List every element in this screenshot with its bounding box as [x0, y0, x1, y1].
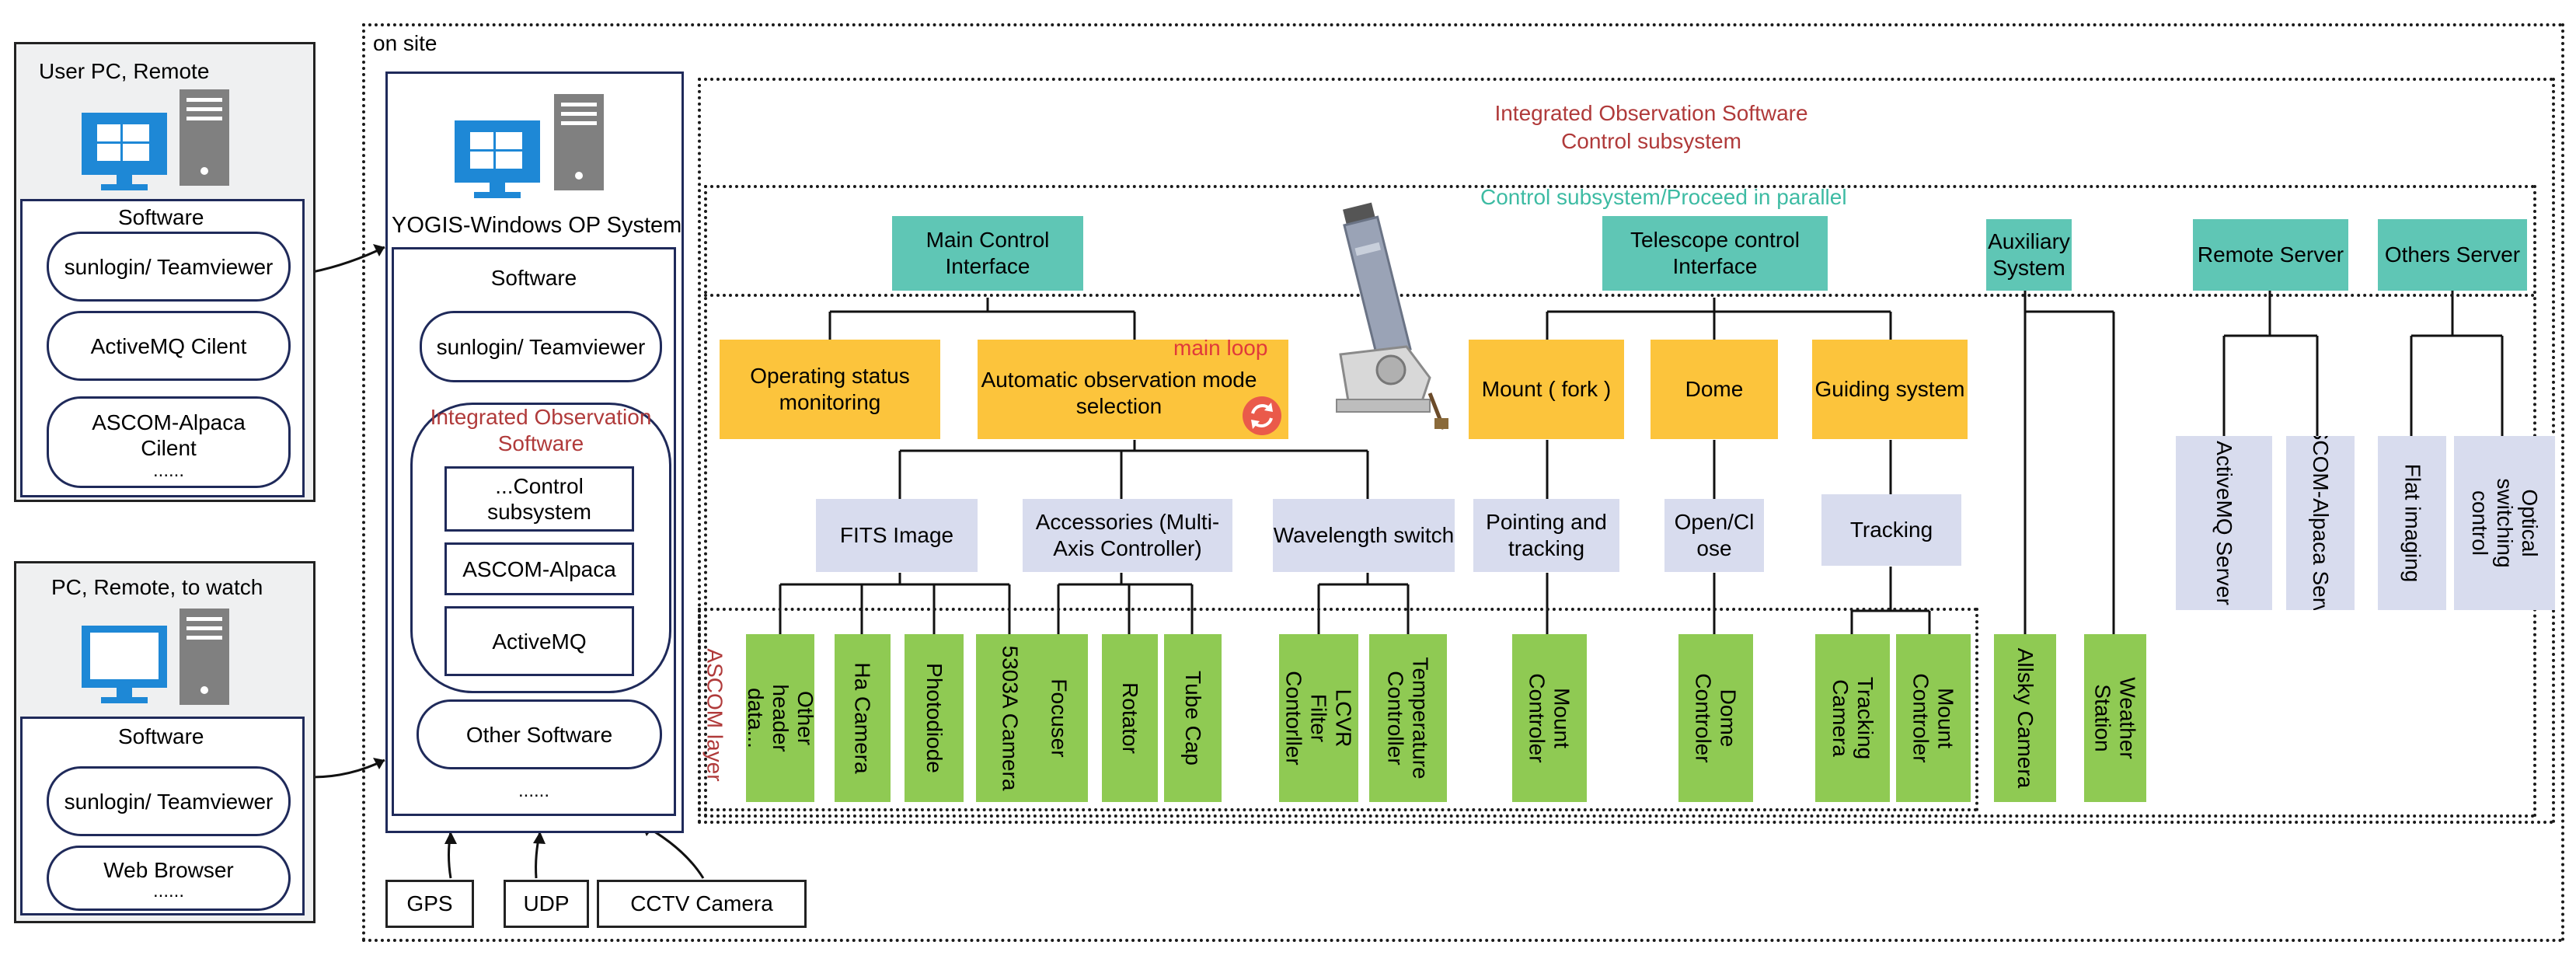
- yogis-integrated-group: [410, 403, 671, 693]
- on-site-label: on site: [373, 31, 437, 55]
- on-site-boundary: [362, 23, 2564, 942]
- pc-watch-title: PC, Remote, to watch: [51, 575, 263, 599]
- tower-pc-icon: [177, 606, 232, 711]
- yogis-title: YOGIS-Windows OP System: [392, 213, 682, 238]
- pc-watch-web-browser: Web Browser......: [47, 846, 291, 911]
- wavelength-switch: Wavelength switch: [1273, 499, 1455, 572]
- tower-pc-icon: [177, 87, 232, 192]
- gps-box: GPS: [385, 880, 474, 928]
- ha-camera: Ha Camera: [835, 634, 891, 802]
- fits-image: FITS Image: [816, 499, 978, 572]
- ascom-layer-label: ASCOM layer: [703, 648, 727, 782]
- tracking-camera: Tracking Camera: [1815, 634, 1890, 802]
- yogis-activemq: ActiveMQ: [444, 606, 634, 676]
- dome-controller: Dome Controler: [1678, 634, 1753, 802]
- user-pc-activemq-client: ActiveMQ Cilent: [47, 311, 291, 381]
- photodiode: Photodiode: [905, 634, 964, 802]
- monitor-icon: [451, 117, 544, 206]
- main-loop-label: main loop: [1173, 336, 1268, 360]
- others-server: Others Server: [2378, 219, 2527, 291]
- user-pc-ascom-client: ASCOM-Alpaca Cilent......: [47, 396, 291, 488]
- operating-status-monitoring: Operating status monitoring: [720, 340, 940, 439]
- automatic-observation-mode-selection: Automatic observation mode selection: [978, 340, 1288, 439]
- optical-switching-control: Optical switching control: [2454, 436, 2555, 610]
- tower-pc-icon: [552, 92, 606, 197]
- yogis-integrated-title: Integrated Observation Software: [430, 405, 652, 455]
- tracking: Tracking: [1821, 494, 1961, 566]
- focuser: Focuser: [1030, 634, 1088, 802]
- other-header-data: Other header data...: [746, 634, 814, 802]
- weather-station: Weather Station: [2084, 634, 2146, 802]
- guiding-system: Guiding system: [1812, 340, 1968, 439]
- ascom-alpaca-server: ASCOM-Alpaca Server: [2286, 436, 2355, 610]
- guiding-mount-controller: Mount Controler: [1896, 634, 1971, 802]
- pc-watch-software-title: Software: [118, 724, 204, 748]
- rotator: Rotator: [1102, 634, 1158, 802]
- yogis-sunlogin: sunlogin/ Teamviewer: [420, 311, 662, 382]
- yogis-other-software: Other Software: [417, 699, 662, 769]
- telescope-control-interface: Telescope control Interface: [1602, 216, 1828, 291]
- mount-controller: Mount Controler: [1512, 634, 1587, 802]
- user-pc-software-title: Software: [118, 205, 204, 229]
- tube-cap: Tube Cap: [1164, 634, 1222, 802]
- yogis-control-subsystem: ...Control subsystem: [444, 466, 634, 532]
- monitor-icon: [78, 109, 171, 198]
- refresh-loop-icon: [1241, 395, 1283, 441]
- main-control-interface: Main Control Interface: [892, 216, 1083, 291]
- dome: Dome: [1651, 340, 1778, 439]
- yogis-software-title: Software: [490, 266, 577, 290]
- yogis-more: ......: [518, 780, 549, 801]
- activemq-server: ActiveMQ Server: [2176, 436, 2272, 610]
- temperature-controller: Temperature Controller: [1369, 634, 1447, 802]
- parallel-label: Control subsystem/Proceed in parallel: [1480, 185, 1847, 209]
- yogis-ascom-alpaca: ASCOM-Alpaca: [444, 542, 634, 595]
- telescope-icon: [1313, 199, 1453, 444]
- pc-watch-sunlogin: sunlogin/ Teamviewer: [47, 766, 291, 836]
- ascom-layer-boundary: [698, 608, 1978, 811]
- user-pc-remote-title: User PC, Remote: [39, 59, 210, 83]
- user-pc-sunlogin: sunlogin/ Teamviewer: [47, 232, 291, 302]
- allsky-camera: Allsky Camera: [1994, 634, 2056, 802]
- mount-fork: Mount ( fork ): [1469, 340, 1624, 439]
- udp-box: UDP: [504, 880, 589, 928]
- ios-title: Integrated Observation Software Control …: [1494, 101, 1808, 153]
- lcvr-filter-controller: LCVR Filter Contorller: [1279, 634, 1358, 802]
- accessories-multi-axis-controller: Accessories (Multi-Axis Controller): [1023, 499, 1232, 572]
- auxiliary-system: Auxiliary System: [1986, 219, 2072, 291]
- remote-server: Remote Server: [2193, 219, 2348, 291]
- pointing-and-tracking: Pointing and tracking: [1473, 499, 1619, 572]
- flat-imaging: Flat imaging: [2378, 436, 2446, 610]
- yogis-software-box: [392, 247, 676, 816]
- open-close: Open/Cl ose: [1664, 499, 1764, 572]
- cctv-camera-box: CCTV Camera: [597, 880, 807, 928]
- parallel-divider: [704, 294, 2536, 297]
- monitor-icon: [78, 622, 171, 711]
